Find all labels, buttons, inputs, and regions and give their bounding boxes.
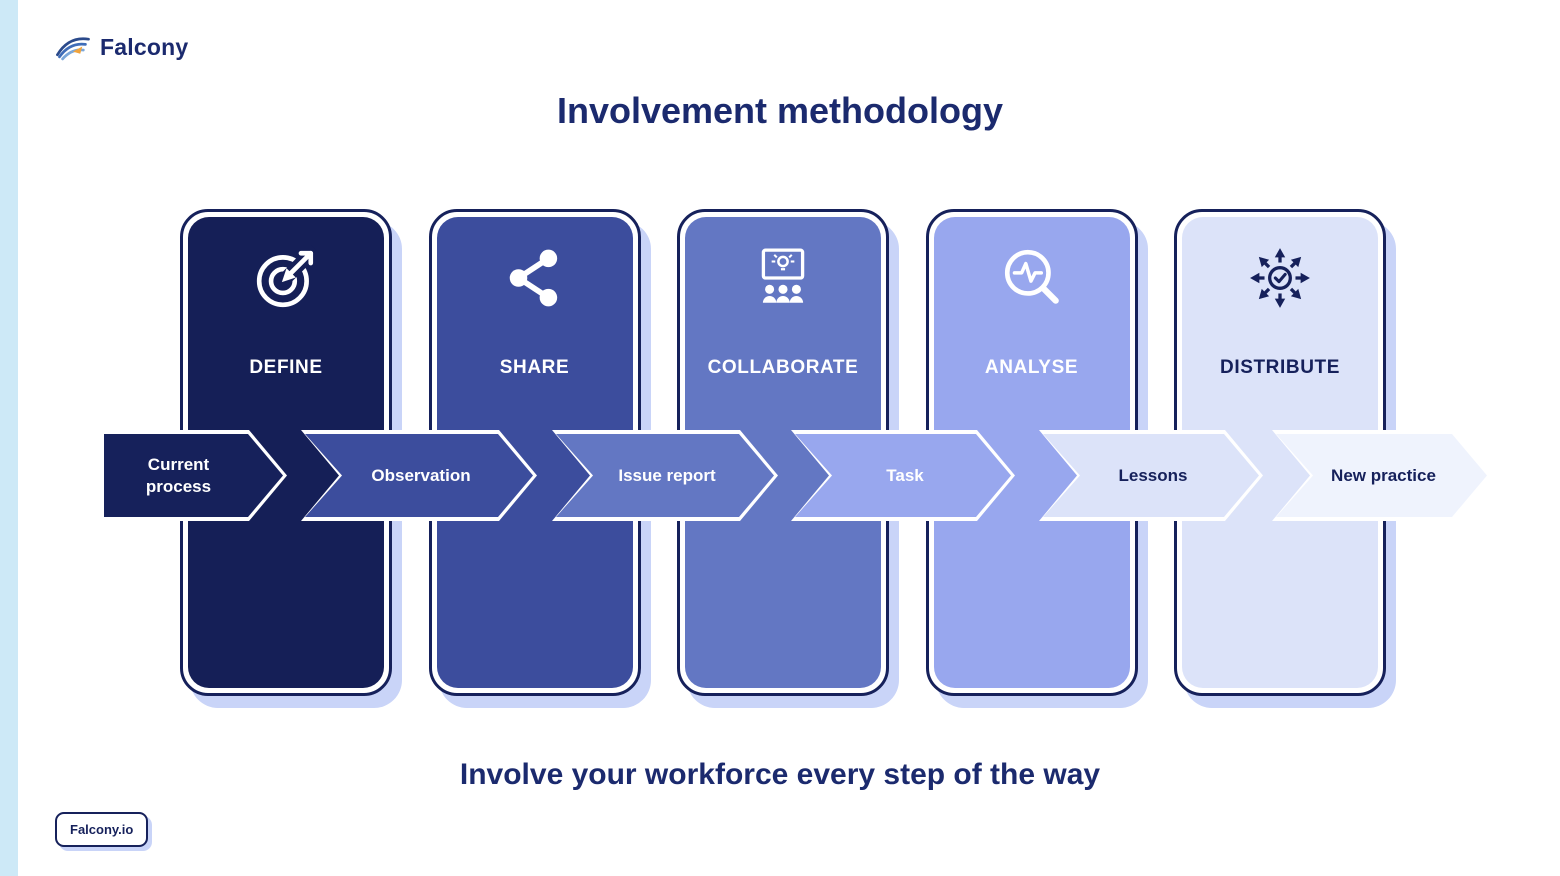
flow-arrow-label: Task: [886, 465, 924, 485]
falcony-logo-text: Falcony: [100, 34, 189, 60]
flow-arrow-lessons: Lessons: [1039, 430, 1263, 521]
flow-arrow-label: Observation: [371, 465, 471, 485]
flow-arrow-label: Issue report: [618, 465, 716, 485]
page-title: Involvement methodology: [556, 90, 1004, 131]
falcony-logo: Falcony: [56, 34, 188, 61]
falcony-io-badge: Falcony.io: [55, 812, 149, 847]
target-icon: [256, 245, 319, 308]
flow-arrow-label: Current process: [145, 455, 212, 496]
flow-arrow-current-process-body: Current process: [104, 434, 283, 517]
flow-arrow-current-process: Current process: [100, 430, 287, 521]
presentation-audience-icon: [761, 248, 805, 303]
share-icon: [509, 249, 557, 307]
stage-label: COLLABORATE: [707, 357, 859, 378]
tagline: Involve your workforce every step of the…: [459, 758, 1101, 791]
stage-label: ANALYSE: [984, 357, 1079, 378]
stage-label: SHARE: [499, 357, 570, 378]
distribute-arrows-icon: [1250, 248, 1310, 308]
flow-arrow-observation: Observation: [301, 430, 537, 521]
flow-arrow-observation-body: Observation: [305, 434, 533, 517]
falcony-logo-icon: [56, 37, 90, 61]
flow-arrow-label: Lessons: [1118, 465, 1188, 485]
left-accent-strip: [0, 0, 18, 876]
stage-label: DEFINE: [249, 357, 323, 378]
flow-arrow-label: New practice: [1331, 465, 1436, 485]
stage-label: DISTRIBUTE: [1220, 357, 1340, 378]
magnifier-pulse-icon: [1004, 249, 1059, 304]
